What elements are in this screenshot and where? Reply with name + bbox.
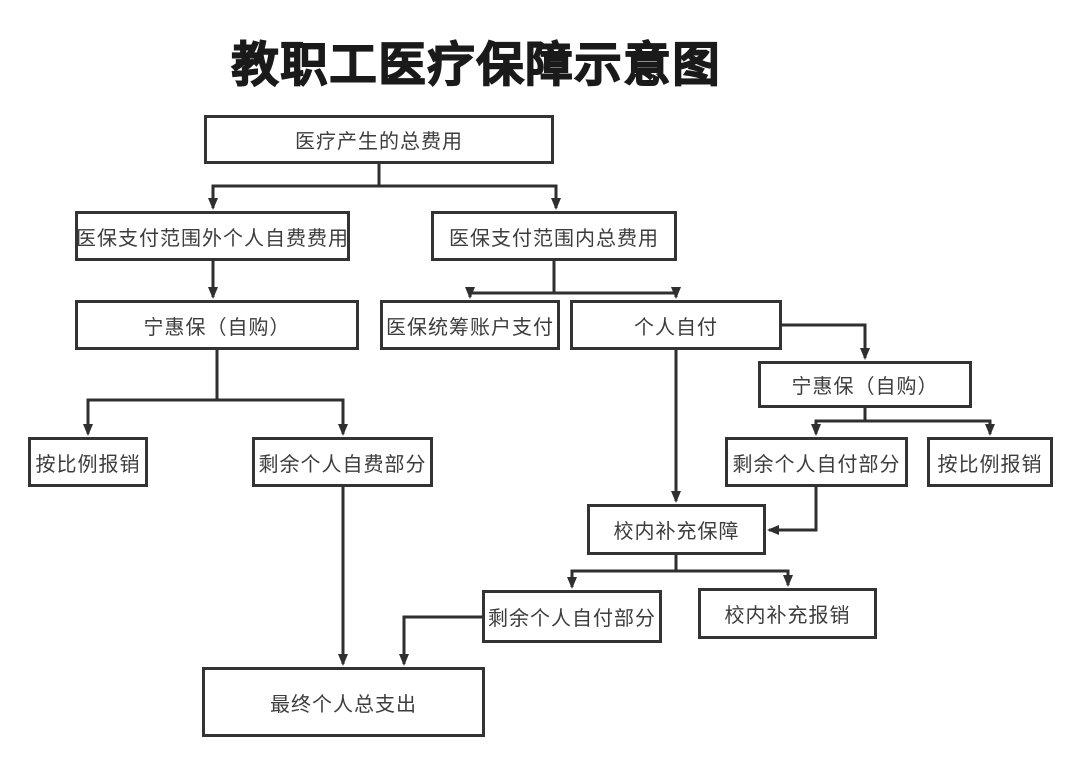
edge-inside-to-selfpay (552, 261, 681, 299)
edge-remain-bottom-to-final (399, 615, 482, 666)
node-label-final-personal-total: 最终个人总支出 (270, 693, 417, 716)
edge-campus-to-reimburse (674, 555, 793, 587)
node-ninghuibao-left: 宁惠保（自购） (75, 300, 359, 350)
node-label-ratio-reimburse-right: 按比例报销 (937, 453, 1043, 476)
node-final-personal-total: 最终个人总支出 (202, 667, 485, 737)
node-ratio-reimburse-left: 按比例报销 (28, 437, 148, 487)
node-remaining-self-fee: 剩余个人自费部分 (252, 437, 433, 487)
node-ninghuibao-right: 宁惠保（自购） (758, 361, 972, 408)
edge-total-to-inside (377, 164, 561, 210)
node-label-remaining-self-pay-right: 剩余个人自付部分 (732, 453, 901, 476)
node-pooled-account-pay: 医保统筹账户支付 (380, 300, 560, 350)
edge-selfpay-to-ninghuibao-r (782, 323, 870, 360)
edge-ninghuibao-to-ratio-left (83, 350, 219, 436)
node-personal-self-pay: 个人自付 (570, 300, 782, 350)
edge-ninghuibao-r-to-remain (811, 408, 867, 436)
node-label-remaining-self-fee: 剩余个人自费部分 (258, 453, 427, 476)
node-outside-coverage-self-fee: 医保支付范围外个人自费费用 (75, 211, 350, 261)
node-label-total-medical-cost: 医疗产生的总费用 (295, 131, 463, 153)
node-label-pooled-account-pay: 医保统筹账户支付 (386, 316, 554, 339)
node-label-campus-reimburse: 校内补充报销 (724, 605, 851, 627)
node-label-campus-supplement: 校内补充保障 (613, 521, 740, 543)
node-label-ninghuibao-right: 宁惠保（自购） (791, 376, 939, 398)
node-inside-coverage-total: 医保支付范围内总费用 (431, 211, 677, 261)
node-label-remaining-self-pay-bottom: 剩余个人自付部分 (488, 608, 656, 630)
edge-ninghuibao-to-remain-fee (215, 350, 348, 436)
node-label-ninghuibao-left: 宁惠保（自购） (143, 316, 291, 339)
node-campus-reimburse: 校内补充报销 (698, 588, 877, 639)
edge-inside-to-pooled (465, 261, 556, 299)
node-label-inside-coverage-total: 医保支付范围内总费用 (449, 227, 659, 250)
node-campus-supplement: 校内补充保障 (587, 504, 766, 555)
node-remaining-self-pay-bottom: 剩余个人自付部分 (482, 590, 662, 643)
node-label-personal-self-pay: 个人自付 (634, 316, 718, 339)
node-ratio-reimburse-right: 按比例报销 (927, 437, 1053, 487)
node-label-ratio-reimburse-left: 按比例报销 (35, 453, 141, 476)
node-total-medical-cost: 医疗产生的总费用 (204, 115, 554, 164)
diagram-title: 教职工医疗保障示意图 (231, 37, 722, 92)
edge-remain-right-to-campus (767, 487, 818, 535)
edge-total-to-outside (208, 164, 381, 210)
edge-campus-to-remain-bottom (567, 555, 678, 589)
edge-ninghuibao-r-to-ratio (863, 408, 995, 436)
node-label-outside-coverage-self-fee: 医保支付范围外个人自费费用 (76, 227, 349, 250)
node-remaining-self-pay-right: 剩余个人自付部分 (725, 437, 908, 487)
